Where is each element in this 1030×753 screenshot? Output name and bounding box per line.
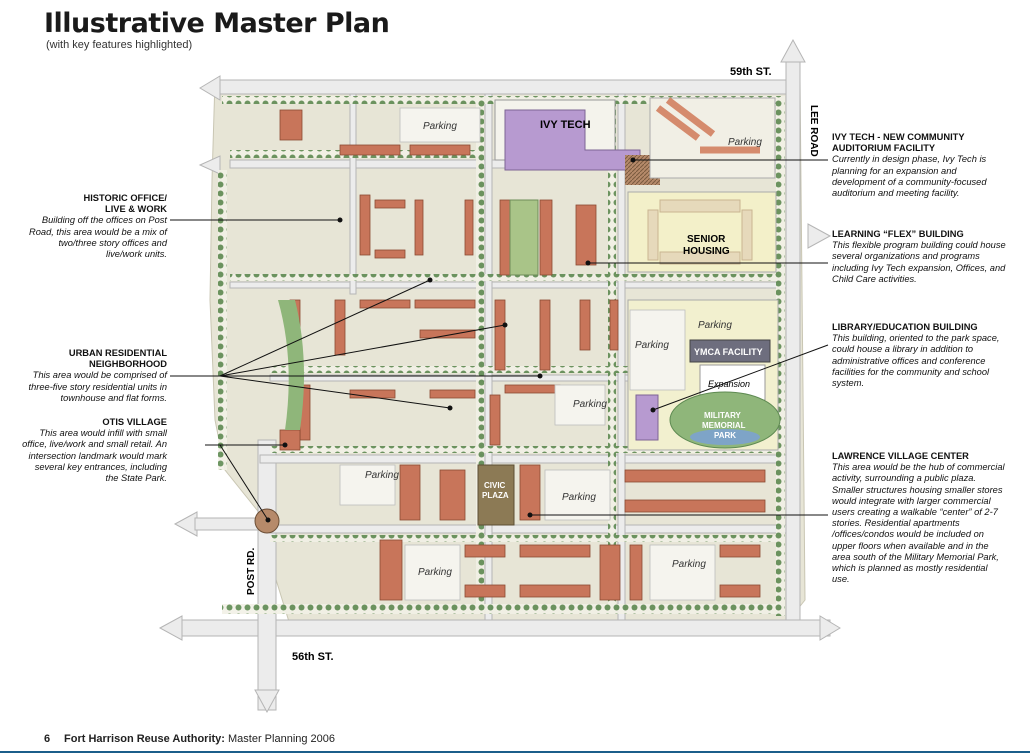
- master-plan-map: 59th ST. 56th ST. LEE ROAD POST RD. IVY …: [158, 38, 841, 714]
- callout-body: This flexible program building could hou…: [832, 240, 1006, 284]
- footer-rule: [0, 751, 1030, 753]
- ivy-tech-block: [494, 97, 776, 185]
- parking-labels: Parking Parking Parking Parking Parking …: [365, 121, 762, 578]
- callout-body: This area would be comprised of three-fi…: [28, 370, 167, 403]
- callout-lawrence: LAWRENCE VILLAGE CENTER This area would …: [832, 451, 1007, 585]
- callout-learning: LEARNING “FLEX” BUILDING This flexible p…: [832, 229, 1007, 285]
- page-subtitle: (with key features highlighted): [46, 39, 193, 51]
- callout-library: LIBRARY/EDUCATION BUILDING This building…: [832, 322, 1007, 389]
- parking-label: Parking: [365, 470, 399, 481]
- parking-label: Parking: [423, 121, 457, 132]
- military-label-1: MILITARY: [704, 411, 742, 420]
- footer-doc: Master Planning 2006: [224, 733, 336, 745]
- leader-dots: [265, 157, 656, 523]
- callout-heading: IVY TECH - NEW COMMUNITY: [832, 132, 965, 142]
- expansion-label: Expansion: [708, 379, 750, 389]
- footer-text: Fort Harrison Reuse Authority: Master Pl…: [64, 733, 335, 745]
- callout-body: Currently in design phase, Ivy Tech is p…: [832, 154, 987, 199]
- parking-lots: [339, 107, 716, 601]
- ymca-label: YMCA FACILITY: [694, 347, 763, 357]
- callout-heading: NEIGHBORHOOD: [89, 359, 167, 370]
- page-footer: 6 Fort Harrison Reuse Authority: Master …: [0, 724, 1030, 753]
- green-spaces: [254, 199, 539, 534]
- ivy-tech-label: IVY TECH: [540, 119, 591, 131]
- parking-label: Parking: [573, 399, 607, 410]
- callout-heading: LAWRENCE VILLAGE CENTER: [832, 451, 969, 461]
- page-title: Illustrative Master Plan: [44, 8, 390, 39]
- footer-org: Fort Harrison Reuse Authority:: [64, 733, 225, 745]
- callout-heading: URBAN RESIDENTIAL: [68, 348, 167, 358]
- callout-body: This building, oriented to the park spac…: [832, 333, 1000, 389]
- callout-heading: OTIS VILLAGE: [102, 417, 167, 427]
- callout-ivytech: IVY TECH - NEW COMMUNITY AUDITORIUM FACI…: [832, 132, 1007, 199]
- lee-road-label: LEE ROAD: [808, 105, 819, 157]
- callout-heading: LEARNING “FLEX” BUILDING: [832, 229, 964, 239]
- senior-housing-block: [627, 191, 777, 273]
- callout-urban: URBAN RESIDENTIAL NEIGHBORHOOD This area…: [22, 348, 167, 404]
- parking-label: Parking: [672, 559, 706, 570]
- street-56-label: 56th ST.: [292, 651, 334, 663]
- military-label-3: PARK: [714, 431, 736, 440]
- callout-heading: HISTORIC OFFICE/: [83, 193, 167, 203]
- post-rd-label: POST RD.: [246, 548, 257, 595]
- civic-label-1: CIVIC: [484, 481, 506, 490]
- parking-label: Parking: [562, 492, 596, 503]
- callout-historic: HISTORIC OFFICE/ LIVE & WORK Building of…: [22, 193, 167, 260]
- senior-housing-label-2: HOUSING: [683, 246, 730, 257]
- page-number: 6: [44, 733, 51, 745]
- callout-heading: LIVE & WORK: [105, 204, 167, 215]
- senior-housing-label-1: SENIOR: [687, 234, 726, 245]
- parking-label: Parking: [698, 320, 732, 331]
- callout-otis: OTIS VILLAGE This area would infill with…: [22, 417, 167, 484]
- street-59-label: 59th ST.: [730, 66, 772, 78]
- callout-body: Building off the offices on Post Road, t…: [29, 215, 167, 260]
- callout-heading: AUDITORIUM FACILITY: [832, 143, 936, 154]
- map-labels: 59th ST. 56th ST. LEE ROAD POST RD. IVY …: [246, 66, 819, 663]
- military-label-2: MEMORIAL: [702, 421, 746, 430]
- parking-label: Parking: [728, 137, 762, 148]
- leader-lines: [170, 159, 829, 521]
- road-network: [158, 38, 841, 714]
- callout-heading: LIBRARY/EDUCATION BUILDING: [832, 322, 978, 332]
- parking-label: Parking: [418, 567, 452, 578]
- callout-body: This area would infill with small office…: [22, 428, 167, 484]
- callout-body: This area would be the hub of commercial…: [832, 462, 1005, 585]
- civic-label-2: PLAZA: [482, 491, 509, 500]
- parking-label: Parking: [635, 340, 669, 351]
- residential-buildings: [279, 109, 766, 601]
